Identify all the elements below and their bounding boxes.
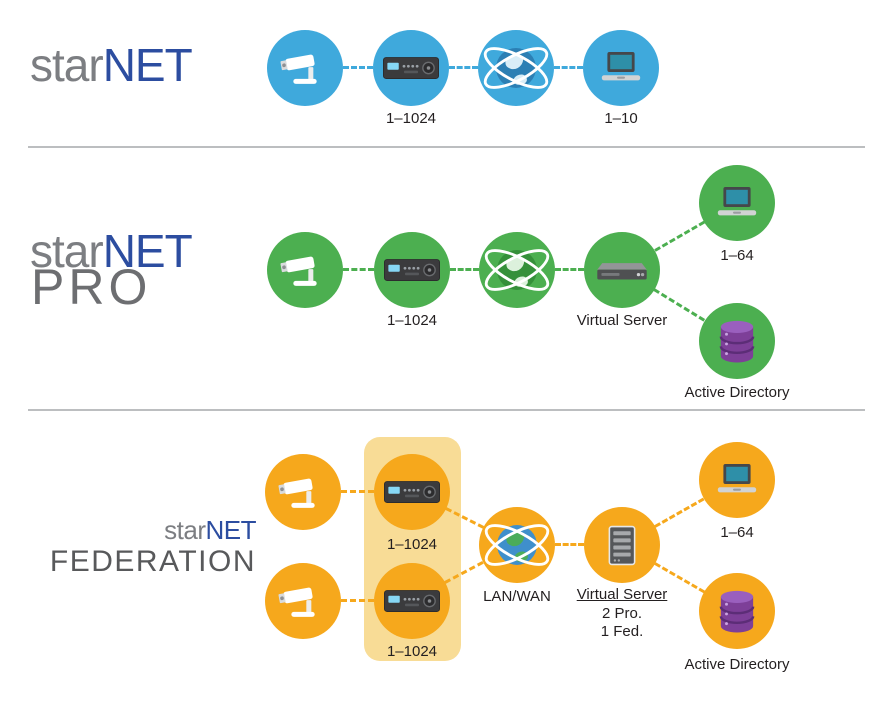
camera-node [267,232,343,308]
cctv-camera-icon [278,467,328,517]
logo-starnet-pro: starNET [30,225,193,277]
client-count-label: 1–64 [720,247,754,264]
connector-globe-server [555,543,584,546]
database-node [699,303,775,379]
connector-globe-laptop [554,66,583,69]
connector-camera1-nvr1 [341,490,374,493]
logo-net-text: NET [102,225,193,277]
nvr-node [373,30,449,106]
nvr2-count-label: 1–1024 [386,643,438,660]
logo-star-text: star [30,225,104,277]
nvr-node [374,454,450,530]
laptop-icon [597,51,645,85]
logo-federation-text: FEDERATION [49,544,256,578]
nvr-count-label: 1–1024 [386,312,438,329]
database-node [699,573,775,649]
nvr1-count-label: 1–1024 [386,536,438,553]
connector-camera2-nvr2 [341,599,374,602]
nvr-recorder-icon [384,480,440,504]
virtual-server-label: Virtual Server [576,586,668,603]
logo-starnet: starNET [30,39,193,91]
connector-camera-nvr [343,66,373,69]
server-detail-pro-label: 2 Pro. [601,605,643,622]
globe-node [479,232,555,308]
logo-pro-text: PRO [31,259,152,315]
globe-network-icon [479,232,555,308]
camera-node [265,454,341,530]
cctv-camera-icon [280,43,330,93]
globe-network-icon [479,507,555,583]
connector-nvr-globe [449,66,478,69]
laptop-icon [713,463,761,497]
rack-server-icon [603,525,641,566]
connector-camera-nvr [343,268,374,271]
section-divider [28,146,865,148]
section-divider [28,409,865,411]
camera-node [267,30,343,106]
active-directory-label: Active Directory [684,384,790,401]
laptop-node [699,442,775,518]
connector-globe-server [555,268,584,271]
virtual-server-label: Virtual Server [576,312,668,329]
database-icon [716,318,758,365]
server-detail-fed-label: 1 Fed. [600,623,644,640]
client-count-label: 1–10 [604,110,638,127]
camera-node [265,563,341,639]
cctv-camera-icon [280,245,330,295]
client-count-label: 1–64 [720,524,754,541]
nvr-node [374,563,450,639]
active-directory-label: Active Directory [684,656,790,673]
nvr-recorder-icon [384,589,440,613]
nvr-recorder-icon [384,258,440,282]
nvr-node [374,232,450,308]
database-icon [716,588,758,635]
laptop-node [583,30,659,106]
logo-net-text: NET [102,39,193,91]
cctv-camera-icon [278,576,328,626]
nvr-count-label: 1–1024 [385,110,437,127]
nvr-recorder-icon [383,56,439,80]
globe-node [478,30,554,106]
virtual-server-node [584,232,660,308]
laptop-icon [713,186,761,220]
globe-network-icon [478,30,554,106]
logo-net-text: NET [205,515,257,545]
virtual-server-node [584,507,660,583]
server-icon [594,256,650,285]
logo-star-text: star [164,515,206,545]
globe-node [479,507,555,583]
logo-star-text: star [30,39,104,91]
connector-nvr-globe [450,268,479,271]
laptop-node [699,165,775,241]
lan-wan-label: LAN/WAN [483,588,551,605]
logo-starnet-federation: starNET FEDERATION [40,516,257,578]
logo-starnet-small: starNET [40,516,256,545]
